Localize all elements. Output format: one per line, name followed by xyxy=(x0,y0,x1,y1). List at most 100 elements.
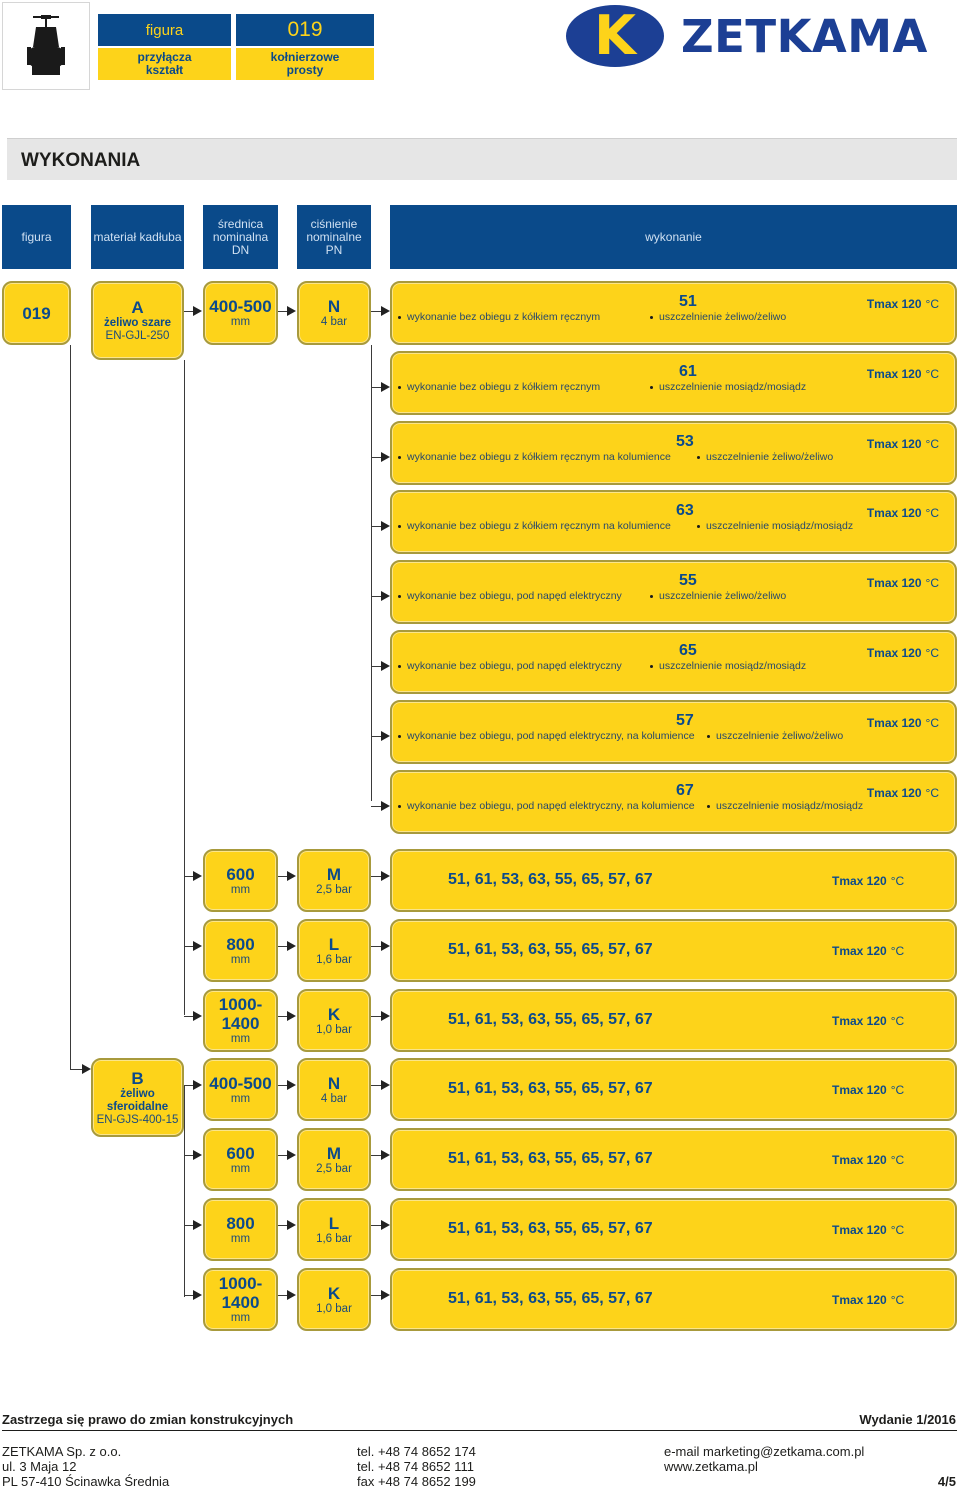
dn-unit: mm xyxy=(230,953,251,966)
pn-value: 4 bar xyxy=(320,316,348,328)
variant-description: wykonanie bez obiegu z kółkiem ręcznym n… xyxy=(398,520,671,532)
arrow-icon xyxy=(193,871,202,881)
variant-description: wykonanie bez obiegu z kółkiem ręcznym xyxy=(398,311,600,323)
dn-unit: mm xyxy=(230,883,251,896)
bullet-icon xyxy=(398,594,401,598)
tmax-value: Tmax 120 xyxy=(832,1083,887,1097)
variant-description-text: wykonanie bez obiegu, pod napęd elektryc… xyxy=(407,800,695,812)
connector-branch xyxy=(371,806,381,807)
pn-value: 1,6 bar xyxy=(316,1232,352,1245)
available-variants: 51, 61, 53, 63, 55, 65, 57, 67 xyxy=(448,1150,653,1167)
pn-code: K xyxy=(327,1004,341,1024)
dn-unit: mm xyxy=(230,316,251,328)
variant-seal-text: uszczelnienie żeliwo/żeliwo xyxy=(706,451,834,463)
dn-value: 400-500 xyxy=(209,297,272,316)
variant-seal: uszczelnienie żeliwo/żeliwo xyxy=(650,590,786,602)
variant-seal-text: uszczelnienie mosiądz/mosiądz xyxy=(706,520,854,532)
pn-code: K xyxy=(327,1283,341,1303)
connector-branch xyxy=(371,526,381,527)
arrow-icon xyxy=(381,1011,390,1021)
dn-unit: mm xyxy=(230,1092,251,1105)
available-variants: 51, 61, 53, 63, 55, 65, 57, 67 xyxy=(448,1290,653,1307)
phone-1: tel. +48 74 8652 174 xyxy=(357,1444,476,1459)
company-street: ul. 3 Maja 12 xyxy=(2,1459,77,1474)
page-number: 4/5 xyxy=(937,1474,956,1489)
tmax-value: Tmax 120 xyxy=(866,297,922,311)
tmax-value: Tmax 120 xyxy=(866,786,922,800)
material-b-name-1: żeliwo xyxy=(120,1087,155,1100)
connector-horizontal-b xyxy=(70,1069,84,1070)
tmax-label: Tmax 120°C xyxy=(832,1293,904,1307)
dn-unit: mm xyxy=(230,1162,251,1175)
zetkama-k-icon xyxy=(566,5,664,67)
connector-a-to-dn xyxy=(184,311,194,312)
variant-seal-text: uszczelnienie żeliwo/żeliwo xyxy=(659,311,787,323)
bullet-icon xyxy=(398,664,401,668)
connector-pn-to-codes xyxy=(371,946,381,947)
tmax-label: Tmax 120°C xyxy=(867,437,939,451)
tmax-value: Tmax 120 xyxy=(832,1153,887,1167)
variant-description: wykonanie bez obiegu z kółkiem ręcznym n… xyxy=(398,451,671,463)
website-link[interactable]: www.zetkama.pl xyxy=(664,1459,758,1474)
tmax-unit: °C xyxy=(925,367,939,381)
figure-number-cell: 019 xyxy=(236,14,374,46)
disclaimer: Zastrzega się prawo do zmian konstrukcyj… xyxy=(2,1412,294,1427)
col-header-dn: średnica nominalna DN xyxy=(203,205,278,269)
variant-seal: uszczelnienie mosiądz/mosiądz xyxy=(650,381,806,393)
variant-seal-text: uszczelnienie mosiądz/mosiądz xyxy=(716,800,864,812)
connector-vertical-dn-b xyxy=(184,1085,185,1297)
arrow-icon xyxy=(287,1220,296,1230)
material-b-name-2: sferoidalne xyxy=(106,1100,169,1113)
brand-logo: K ZETKAMA xyxy=(565,4,957,68)
col-header-pn: ciśnienie nominalne PN xyxy=(297,205,371,269)
gate-valve-icon xyxy=(27,15,65,75)
tmax-unit: °C xyxy=(890,1014,905,1028)
section-title: WYKONANIA xyxy=(21,150,141,171)
tmax-unit: °C xyxy=(925,506,939,520)
arrow-icon xyxy=(381,661,390,671)
variant-code: 63 xyxy=(676,502,694,519)
email-link[interactable]: e-mail marketing@zetkama.com.pl xyxy=(664,1444,865,1459)
arrow-icon xyxy=(193,941,202,951)
arrow-icon xyxy=(287,1011,296,1021)
col-header-figura: figura xyxy=(2,205,71,269)
material-b-norm: EN-GJS-400-15 xyxy=(96,1113,179,1126)
connector-pn-to-codes xyxy=(371,1155,381,1156)
connector-pn-to-codes xyxy=(371,1295,381,1296)
connection-label: przyłącza xyxy=(137,50,192,64)
shape-label: kształt xyxy=(145,63,184,77)
company-name: ZETKAMA Sp. z o.o. xyxy=(2,1444,122,1459)
arrow-icon xyxy=(381,871,390,881)
connector-branch xyxy=(371,387,381,388)
tmax-label: Tmax 120°C xyxy=(832,944,904,958)
dn-value: 600 xyxy=(226,1143,255,1163)
variant-description: wykonanie bez obiegu, pod napęd elektryc… xyxy=(398,800,695,812)
tmax-unit: °C xyxy=(890,944,905,958)
tmax-value: Tmax 120 xyxy=(832,1293,887,1307)
dn-unit: mm xyxy=(230,1033,251,1045)
shape-value: prosty xyxy=(286,63,324,77)
connector-branch xyxy=(184,1225,194,1226)
bullet-icon xyxy=(650,664,653,668)
tmax-unit: °C xyxy=(925,437,939,451)
tmax-unit: °C xyxy=(925,646,939,660)
figure-code: 019 xyxy=(22,303,51,323)
connector-dn-to-pn xyxy=(278,1016,288,1017)
variant-seal-text: uszczelnienie mosiądz/mosiądz xyxy=(659,381,807,393)
dn-value: 800 xyxy=(226,1213,255,1233)
arrow-icon xyxy=(287,1290,296,1300)
tmax-label: Tmax 120°C xyxy=(867,576,939,590)
pn-code: N xyxy=(327,1073,341,1093)
dn-value: 1000- xyxy=(218,1274,263,1293)
tmax-unit: °C xyxy=(890,1153,905,1167)
material-a-norm: EN-GJL-250 xyxy=(105,330,170,342)
